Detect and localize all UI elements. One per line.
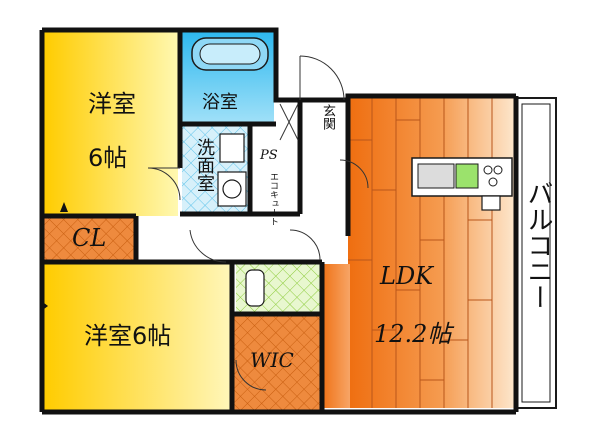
wic-floor xyxy=(232,316,320,410)
balcony-label: バルコニー xyxy=(523,180,553,310)
sink-icon xyxy=(417,163,455,189)
ps-box xyxy=(254,146,290,168)
washbasin-icon xyxy=(219,133,245,163)
western-room-1-size: 6帖 xyxy=(88,144,128,172)
ecocute-box xyxy=(254,168,298,212)
ps-label: PS xyxy=(260,148,278,163)
bath-label: 浴室 xyxy=(202,92,238,113)
western-room-2-floor xyxy=(44,264,230,410)
closet-floor xyxy=(44,218,134,262)
western-room-1-name: 洋室 xyxy=(88,90,136,118)
western-room-2-label: 洋室6帖 xyxy=(84,322,172,350)
entrance-label: 玄関 xyxy=(320,104,335,130)
entrance-floor xyxy=(302,100,346,144)
washroom-label: 洗面室 xyxy=(194,138,215,192)
door-swings xyxy=(147,55,369,391)
balcony-floor xyxy=(515,97,557,409)
wic-label: WIC xyxy=(250,348,294,372)
ldk-floor xyxy=(348,98,514,408)
toilet-icon xyxy=(245,269,265,307)
stove-icon xyxy=(483,165,503,187)
walls xyxy=(39,27,519,415)
entrance-cross xyxy=(279,103,299,141)
ldk-floor-lower xyxy=(320,264,350,408)
closet-label: CL xyxy=(72,224,107,252)
ecocute-label: エコキュート xyxy=(268,172,278,226)
ldk-label: LDK xyxy=(380,262,434,290)
ldk-size: 12.2帖 xyxy=(374,320,452,348)
western-room-1-floor xyxy=(44,32,178,216)
